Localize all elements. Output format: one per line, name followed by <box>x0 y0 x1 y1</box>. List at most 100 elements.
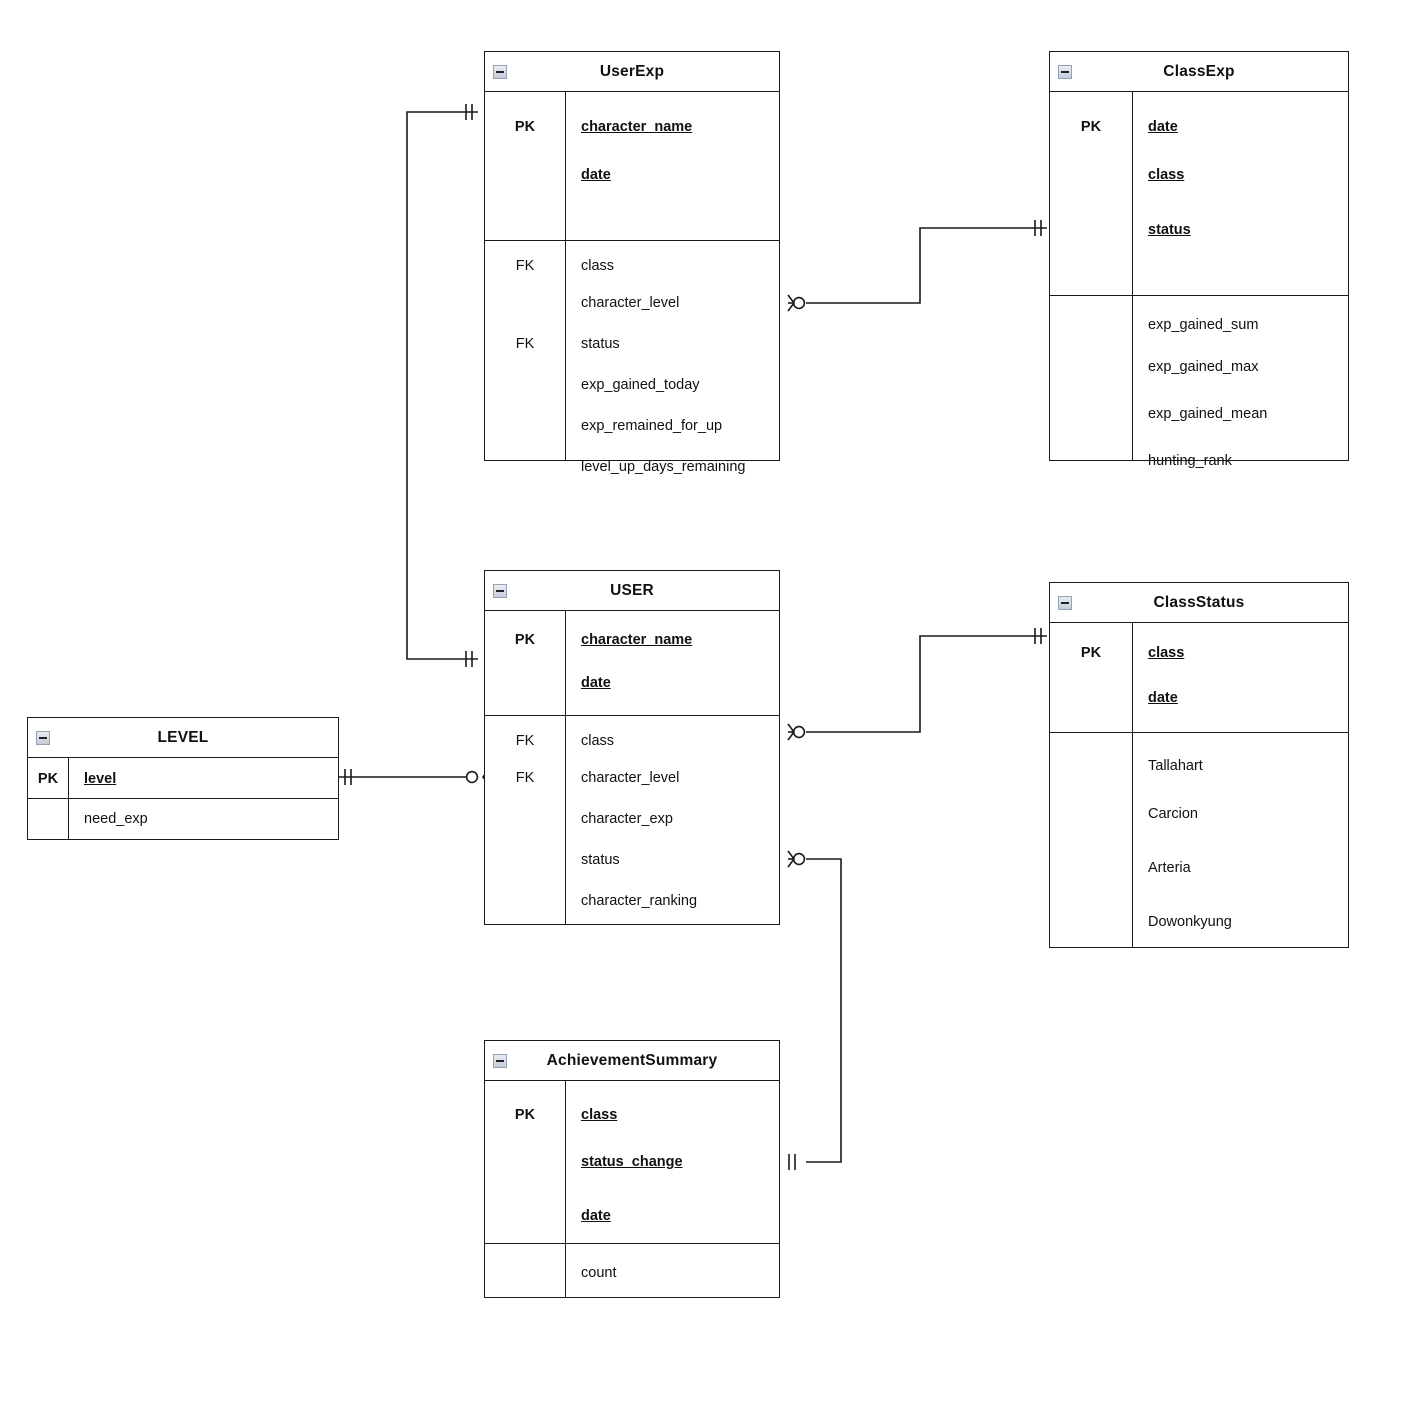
attribute-row[interactable]: date <box>485 1189 779 1243</box>
key-label: PK <box>514 631 536 648</box>
attribute-row[interactable]: FK class <box>485 716 779 757</box>
minus-box-icon[interactable] <box>493 1053 507 1068</box>
attribute-row[interactable]: need_exp <box>28 799 338 839</box>
entity-userexp[interactable]: UserExp PK character_name date FK class <box>484 51 780 475</box>
attribute-row[interactable]: FK status <box>485 323 779 364</box>
attribute-row[interactable]: status <box>1050 202 1348 257</box>
attribute-section: FK class FK character_level character_ex… <box>485 716 779 924</box>
attribute-row[interactable]: PK class <box>1050 623 1348 673</box>
entity-title: AchievementSummary <box>546 1051 718 1069</box>
entity-classexp[interactable]: ClassExp PK date class status <box>1049 51 1349 469</box>
attribute-name: exp_gained_max <box>1148 358 1259 375</box>
attribute-row[interactable]: FK class <box>485 241 779 282</box>
attribute-row[interactable]: Arteria <box>1050 841 1348 895</box>
attribute-row[interactable]: character_ranking <box>485 880 779 921</box>
key-label: PK <box>514 1106 536 1123</box>
attribute-name: Dowonkyung <box>1148 914 1232 930</box>
attribute-row[interactable]: exp_remained_for_up <box>485 405 779 446</box>
attribute-row[interactable]: FK character_level <box>485 757 779 798</box>
key-label: PK <box>1080 645 1102 661</box>
attribute-row[interactable]: class <box>1050 147 1348 202</box>
attribute-row[interactable]: character_exp <box>485 798 779 839</box>
key-label: FK <box>515 335 535 352</box>
minus-box-icon[interactable] <box>1058 64 1072 79</box>
attribute-row[interactable]: PK character_name <box>485 611 779 659</box>
entity-header: AchievementSummary <box>485 1041 779 1081</box>
attribute-name: exp_gained_today <box>581 376 700 393</box>
key-column-divider <box>565 92 566 460</box>
entity-title: USER <box>610 581 654 599</box>
entity-user[interactable]: USER PK character_name date FK class <box>484 570 780 925</box>
minus-box-icon[interactable] <box>1058 595 1072 610</box>
attribute-row[interactable]: Carcion <box>1050 787 1348 841</box>
attribute-row[interactable]: count <box>485 1244 779 1297</box>
entity-level[interactable]: LEVEL PK level need_exp <box>27 717 339 840</box>
attribute-section: need_exp <box>28 799 338 839</box>
attribute-name: character_ranking <box>581 892 698 909</box>
attribute-row[interactable]: Tallahart <box>1050 733 1348 787</box>
attribute-row[interactable]: status <box>485 839 779 880</box>
attribute-section: Tallahart Carcion Arteria Dowonkyung <box>1050 733 1348 947</box>
attribute-name: need_exp <box>84 811 148 827</box>
key-label: FK <box>515 733 535 749</box>
attribute-name: status_change <box>581 1154 683 1170</box>
attribute-row[interactable]: exp_gained_max <box>1050 343 1348 390</box>
attribute-row[interactable]: status_change <box>485 1135 779 1189</box>
attribute-row[interactable]: date <box>1050 673 1348 723</box>
key-label: PK <box>37 770 59 787</box>
attribute-name: class <box>581 258 615 274</box>
entity-title: ClassExp <box>1163 62 1235 80</box>
primary-key-section: PK class date <box>1050 623 1348 733</box>
attribute-row[interactable]: PK date <box>1050 92 1348 147</box>
minus-box-icon[interactable] <box>493 583 507 598</box>
connector-user-classstatus[interactable] <box>788 628 1047 740</box>
entity-achievementsummary[interactable]: AchievementSummary PK class status_chang… <box>484 1040 780 1298</box>
primary-key-section: PK class status_change date <box>485 1081 779 1244</box>
attribute-row[interactable]: exp_gained_sum <box>1050 296 1348 343</box>
attribute-name: Arteria <box>1148 860 1191 876</box>
primary-key-section: PK level <box>28 758 338 799</box>
entity-classstatus[interactable]: ClassStatus PK class date Tallahart <box>1049 582 1349 948</box>
entity-header: ClassExp <box>1050 52 1348 92</box>
attribute-row[interactable]: date <box>485 147 779 202</box>
attribute-row[interactable]: PK class <box>485 1081 779 1135</box>
attribute-row[interactable]: exp_gained_mean <box>1050 390 1348 437</box>
minus-box-icon[interactable] <box>36 730 50 745</box>
attribute-row[interactable]: date <box>485 659 779 707</box>
attribute-row[interactable]: PK level <box>28 758 338 799</box>
connector-user-achievementsummary[interactable] <box>788 851 841 1170</box>
attribute-name: Carcion <box>1148 806 1198 822</box>
minus-box-icon[interactable] <box>493 64 507 79</box>
attribute-row[interactable]: level_up_days_remaining <box>485 446 779 487</box>
attribute-row[interactable]: hunting_rank <box>1050 437 1348 484</box>
attribute-name: character_name <box>581 631 693 648</box>
attribute-name: date <box>1148 690 1178 706</box>
attribute-row[interactable]: exp_gained_today <box>485 364 779 405</box>
attribute-name: date <box>581 1208 611 1224</box>
attribute-name: date <box>1148 118 1178 135</box>
attribute-name: date <box>581 166 611 183</box>
attribute-name: class <box>1148 166 1185 183</box>
entity-title: LEVEL <box>157 728 209 746</box>
connector-level-user[interactable] <box>339 769 489 785</box>
primary-key-section: PK character_name date <box>485 92 779 241</box>
attribute-name: Tallahart <box>1148 758 1203 774</box>
attribute-name: exp_remained_for_up <box>581 417 723 434</box>
attribute-row[interactable]: Dowonkyung <box>1050 895 1348 949</box>
entity-title: UserExp <box>599 62 665 80</box>
attribute-row[interactable]: character_level <box>485 282 779 323</box>
attribute-name: exp_gained_sum <box>1148 317 1259 333</box>
connector-userexp-classexp[interactable] <box>788 220 1047 311</box>
attribute-section: count <box>485 1244 779 1297</box>
attribute-name: exp_gained_mean <box>1148 405 1268 422</box>
attribute-row[interactable]: PK character_name <box>485 92 779 147</box>
key-column-divider <box>1132 623 1133 947</box>
connector-userexp-user[interactable] <box>407 104 478 667</box>
entity-header: LEVEL <box>28 718 338 758</box>
attribute-name: class <box>581 733 615 749</box>
attribute-section: FK class character_level FK status exp_g… <box>485 241 779 475</box>
attribute-name: hunting_rank <box>1148 452 1232 469</box>
primary-key-section: PK character_name date <box>485 611 779 716</box>
attribute-name: class <box>581 1106 618 1123</box>
